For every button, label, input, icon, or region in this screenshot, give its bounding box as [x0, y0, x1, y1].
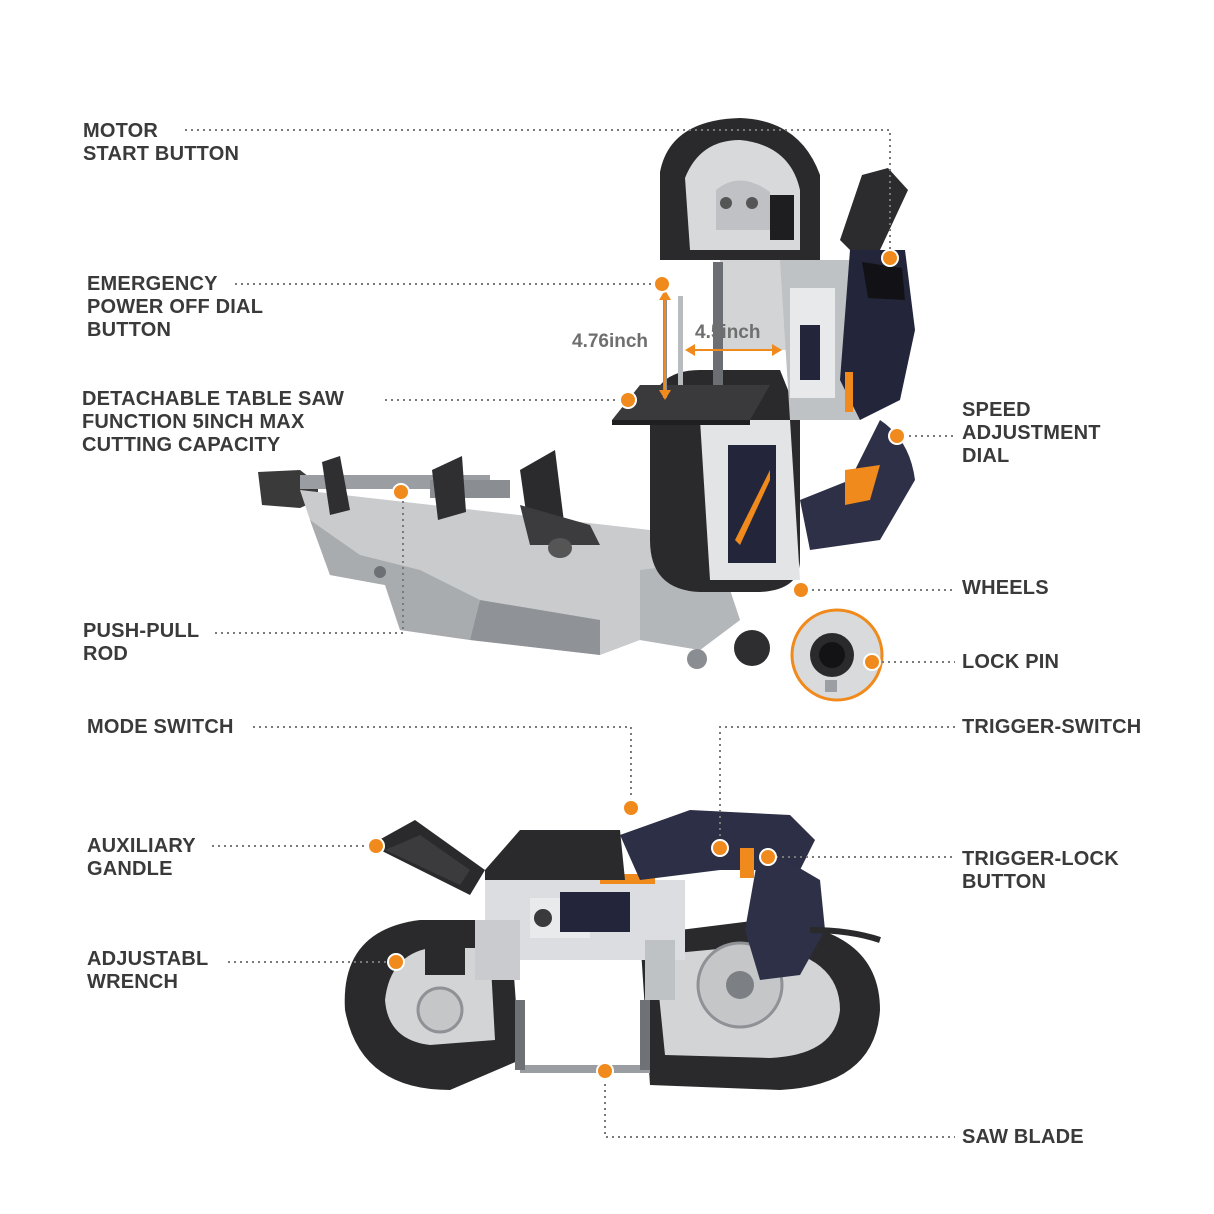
dot-lock-pin	[863, 653, 881, 671]
dot-trigger-lock	[759, 848, 777, 866]
label-trigger-switch: TRIGGER-SWITCH	[962, 716, 1142, 738]
dimension-arrows	[659, 290, 782, 400]
dot-motor-start	[881, 249, 899, 267]
dot-speed	[888, 427, 906, 445]
label-wheels: WHEELS	[962, 577, 1049, 599]
dot-table-saw	[619, 391, 637, 409]
dot-push-pull	[392, 483, 410, 501]
dot-emergency	[653, 275, 671, 293]
dot-saw-blade	[596, 1062, 614, 1080]
dimension-width: 4.5inch	[695, 322, 761, 343]
label-saw-blade: SAW BLADE	[962, 1126, 1084, 1148]
dot-wrench	[387, 953, 405, 971]
dot-trigger-switch	[711, 839, 729, 857]
lock-pin-detail	[790, 608, 884, 702]
dimension-height: 4.76inch	[572, 331, 649, 352]
callout-dots	[367, 249, 906, 1080]
bottom-bandsaw-illustration	[344, 810, 881, 1090]
top-bandsaw-illustration	[258, 118, 915, 669]
dot-aux-handle	[367, 837, 385, 855]
dot-wheels	[792, 581, 810, 599]
leader-lines	[185, 129, 955, 1138]
label-mode-switch: MODE SWITCH	[87, 716, 234, 738]
dot-mode-switch	[622, 799, 640, 817]
label-lock-pin: LOCK PIN	[962, 651, 1060, 673]
